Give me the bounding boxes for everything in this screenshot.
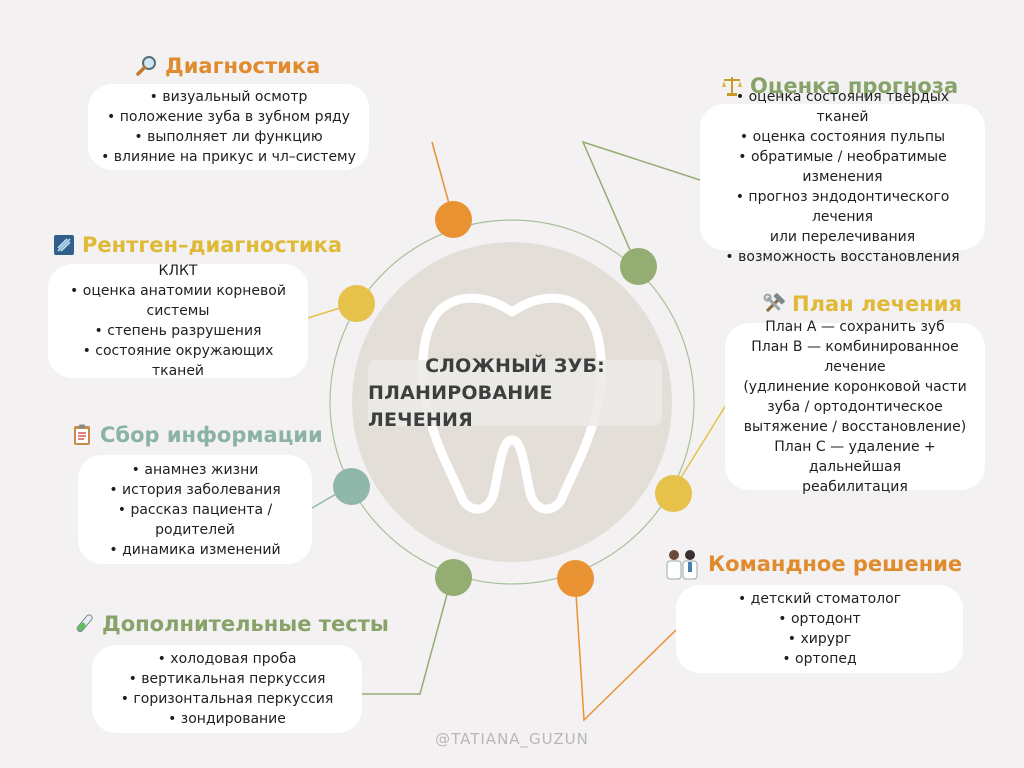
dot-info [333, 468, 370, 505]
prognosis-item: • оценка состояния пульпы [740, 127, 945, 147]
plan-heading: План лечения [762, 292, 962, 316]
info-item: • рассказ пациента / [118, 500, 273, 520]
diagnostics-heading: Диагностика [135, 54, 320, 78]
center-title-line1: СЛОЖНЫЙ ЗУБ: [425, 353, 605, 380]
plan-item: лечение [824, 357, 885, 377]
xray-title: Рентген–диагностика [82, 233, 342, 257]
plan-item: План А — сохранить зуб [765, 317, 945, 337]
diagnostics-item: • визуальный осмотр [150, 87, 308, 107]
diagnostics-item: • положение зуба в зубном ряду [107, 107, 350, 127]
dot-plan [655, 475, 692, 512]
plan-item: (удлинение коронковой части [743, 377, 966, 397]
author-credit: @TATIANA_GUZUN [0, 730, 1024, 748]
diagnostics-title: Диагностика [165, 54, 320, 78]
prognosis-item: • возможность восстановления [725, 247, 959, 267]
info-item: • анамнез жизни [132, 460, 259, 480]
xray-heading: Рентген–диагностика [52, 233, 342, 257]
info-box: • анамнез жизни • история заболевания • … [78, 455, 312, 564]
dot-prognosis [620, 248, 657, 285]
tests-title: Дополнительные тесты [102, 612, 389, 636]
info-item: • история заболевания [109, 480, 280, 500]
diagnostics-item: • влияние на прикус и чл–систему [101, 147, 356, 167]
team-box: • детский стоматолог • ортодонт • хирург… [676, 585, 963, 673]
team-heading: Командное решение [662, 548, 962, 580]
xray-icon [52, 233, 76, 257]
tests-heading: Дополнительные тесты [72, 612, 389, 636]
prognosis-item: • обратимые / необратимые [738, 147, 946, 167]
plan-item: План С — удаление + дальнейшая [737, 437, 973, 477]
prognosis-item: изменения [802, 167, 882, 187]
tests-item: • зондирование [168, 709, 286, 729]
tests-item: • вертикальная перкуссия [129, 669, 326, 689]
team-item: • детский стоматолог [738, 589, 901, 609]
clipboard-icon [70, 423, 94, 447]
prognosis-item: • оценка состояния твердых тканей [712, 87, 973, 127]
info-item: • динамика изменений [109, 540, 280, 560]
plan-item: План В — комбинированное [751, 337, 959, 357]
xray-item: • оценка анатомии корневой [70, 281, 286, 301]
prognosis-item: или перелечивания [770, 227, 915, 247]
tests-item: • холодовая проба [158, 649, 297, 669]
xray-item: • состояние окружающих тканей [60, 341, 296, 381]
plan-item: вытяжение / восстановление) [744, 417, 966, 437]
tests-item: • горизонтальная перкуссия [121, 689, 334, 709]
team-item: • хирург [788, 629, 852, 649]
center-title-line2: ПЛАНИРОВАНИЕ ЛЕЧЕНИЯ [368, 380, 662, 434]
plan-item: реабилитация [802, 477, 908, 497]
magnifier-icon [135, 54, 159, 78]
info-title: Сбор информации [100, 423, 323, 447]
line-team [575, 578, 676, 720]
dot-xray [338, 285, 375, 322]
plan-box: План А — сохранить зуб План В — комбинир… [725, 323, 985, 490]
team-item: • ортопед [782, 649, 856, 669]
prognosis-item: • прогноз эндодонтического лечения [712, 187, 973, 227]
doctors-icon [662, 548, 702, 580]
test-tube-icon [72, 612, 96, 636]
xray-item: • степень разрушения [95, 321, 262, 341]
diagnostics-item: • выполняет ли функцию [134, 127, 322, 147]
info-item: родителей [155, 520, 235, 540]
xray-item: КЛКТ [159, 261, 198, 281]
dot-tests [435, 559, 472, 596]
info-heading: Сбор информации [70, 423, 323, 447]
dot-diagnostics [435, 201, 472, 238]
xray-item: системы [147, 301, 210, 321]
prognosis-box: • оценка состояния твердых тканей • оцен… [700, 104, 985, 250]
team-item: • ортодонт [778, 609, 860, 629]
plan-item: зуба / ортодонтическое [767, 397, 943, 417]
xray-box: КЛКТ • оценка анатомии корневой системы … [48, 264, 308, 378]
dot-team [557, 560, 594, 597]
plan-title: План лечения [792, 292, 962, 316]
tests-box: • холодовая проба • вертикальная перкусс… [92, 645, 362, 733]
team-title: Командное решение [708, 552, 962, 576]
tools-icon [762, 292, 786, 316]
diagnostics-box: • визуальный осмотр • положение зуба в з… [88, 84, 369, 170]
center-title: СЛОЖНЫЙ ЗУБ: ПЛАНИРОВАНИЕ ЛЕЧЕНИЯ [368, 360, 662, 426]
